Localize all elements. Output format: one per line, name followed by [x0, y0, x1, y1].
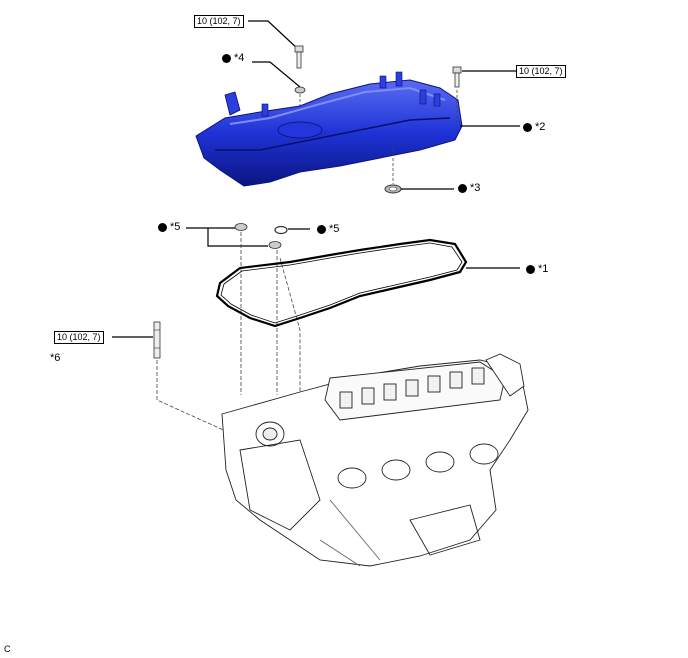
bolt-right [452, 66, 462, 88]
replace-part-dot-icon [523, 122, 532, 132]
callout-1-label: *1 [538, 263, 549, 275]
callout-3-label: *3 [470, 182, 481, 194]
callout-4-label: *4 [234, 52, 245, 64]
callout-5-left-label: *5 [170, 221, 181, 233]
callout-2-label: *2 [535, 121, 546, 133]
callout-2: *2 [523, 121, 545, 133]
callout-6-label: *6 [50, 352, 61, 364]
callout-5-right: *5 [317, 223, 339, 235]
replace-part-dot-icon [158, 222, 167, 232]
torque-spec-left: 10 (102, 7) [54, 331, 104, 344]
replace-part-dot-icon [458, 183, 467, 193]
torque-spec-right: 10 (102, 7) [516, 65, 566, 78]
seal-3 [384, 148, 454, 194]
callout-5-left: *5 [158, 221, 180, 233]
replace-part-dot-icon [222, 53, 231, 63]
gasket-1 [215, 238, 520, 328]
torque-leaders [112, 20, 516, 338]
torque-spec-top: 10 (102, 7) [194, 15, 244, 28]
callout-3: *3 [458, 182, 480, 194]
stud-bolt-6 [153, 321, 291, 461]
callout-1: *1 [526, 263, 548, 275]
corner-mark: C [4, 644, 11, 654]
replace-part-dot-icon [317, 224, 326, 234]
cylinder-head-cover [195, 71, 520, 187]
washer-4 [252, 61, 306, 120]
cylinder-head [221, 353, 529, 567]
replace-part-dot-icon [526, 264, 535, 274]
callout-5-right-label: *5 [329, 223, 340, 235]
callout-4: *4 [222, 52, 244, 64]
bolt-top [294, 45, 304, 69]
